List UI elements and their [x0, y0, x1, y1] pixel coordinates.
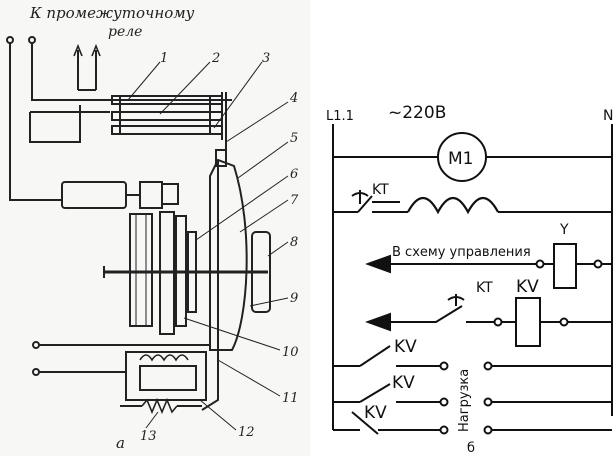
load-terminal-3: [483, 425, 493, 435]
kt-timed-contact-2: [447, 294, 465, 306]
return-spring: [141, 397, 178, 415]
part-number-3: 3: [262, 51, 270, 66]
motor-label: M1: [448, 149, 473, 169]
contact-label-2: KV: [392, 373, 415, 393]
schematic-labels: L1.1 N ~220В M1 KT В схему управления Y …: [326, 103, 613, 456]
voltage-label: ~220В: [388, 103, 446, 123]
panel-label-a: а: [116, 434, 125, 452]
part-number-8: 8: [290, 235, 298, 250]
coil-y-box: [553, 243, 577, 289]
dial-plate: [209, 158, 248, 351]
worm-gear: [161, 183, 179, 205]
title-to-intermediate-relay: К промежуточному: [29, 4, 195, 22]
load-terminal-1: [483, 361, 493, 371]
part-number-12: 12: [238, 425, 255, 440]
part-number-9: 9: [290, 291, 298, 306]
part-number-13: 13: [140, 429, 157, 444]
wire-c: [29, 105, 81, 143]
kt-timed-contact-1: [351, 190, 373, 213]
line-l1-label: L1.1: [326, 109, 354, 124]
kv-contact-2: [359, 383, 391, 403]
kv-contact-1: [359, 345, 391, 367]
electrical-schematic: [332, 124, 613, 435]
timer-label-2: KT: [476, 280, 493, 296]
inductor-coil: [407, 196, 499, 215]
coil-kv-box: [515, 297, 541, 347]
part-number-labels: 1 2 3 4 5 6 7 8 9 10 11 12 13 а: [116, 51, 299, 452]
contact-label-3: KV: [364, 403, 387, 423]
title-relay: реле: [108, 24, 142, 40]
part-number-4: 4: [289, 91, 298, 106]
relay-coil-label: KV: [516, 277, 539, 297]
panel-label-b: б: [467, 441, 475, 456]
contact-label-1: KV: [394, 337, 417, 357]
load-label: Нагрузка: [457, 369, 472, 432]
part-number-11: 11: [282, 391, 299, 406]
control-text: В схему управления: [392, 245, 531, 260]
load-terminal-2: [483, 397, 493, 407]
line-n-label: N: [603, 108, 613, 124]
part-number-1: 1: [160, 51, 168, 66]
coil-winding: [139, 354, 189, 362]
control-arrow-head: [365, 254, 391, 274]
timer-label-1: KT: [372, 182, 389, 198]
wire-a: [9, 43, 62, 201]
time-relay-drawing: К промежуточному реле: [6, 4, 289, 431]
part-number-6: 6: [290, 167, 298, 182]
leader-lines: [127, 61, 289, 431]
arrow-head-row4: [365, 312, 391, 332]
part-number-7: 7: [290, 193, 299, 208]
part-number-2: 2: [211, 51, 220, 66]
clutch-disk: [159, 211, 175, 335]
wire-b: [31, 43, 232, 101]
coil-y-label: Y: [559, 222, 569, 238]
kv-contact-3: [351, 411, 379, 435]
part-number-10: 10: [282, 345, 299, 360]
contact-assembly: [111, 92, 227, 150]
arrow-line-row4: [382, 305, 463, 323]
part-number-5: 5: [290, 131, 298, 146]
gear-wheel: [129, 213, 153, 327]
electromagnet: [125, 351, 207, 401]
